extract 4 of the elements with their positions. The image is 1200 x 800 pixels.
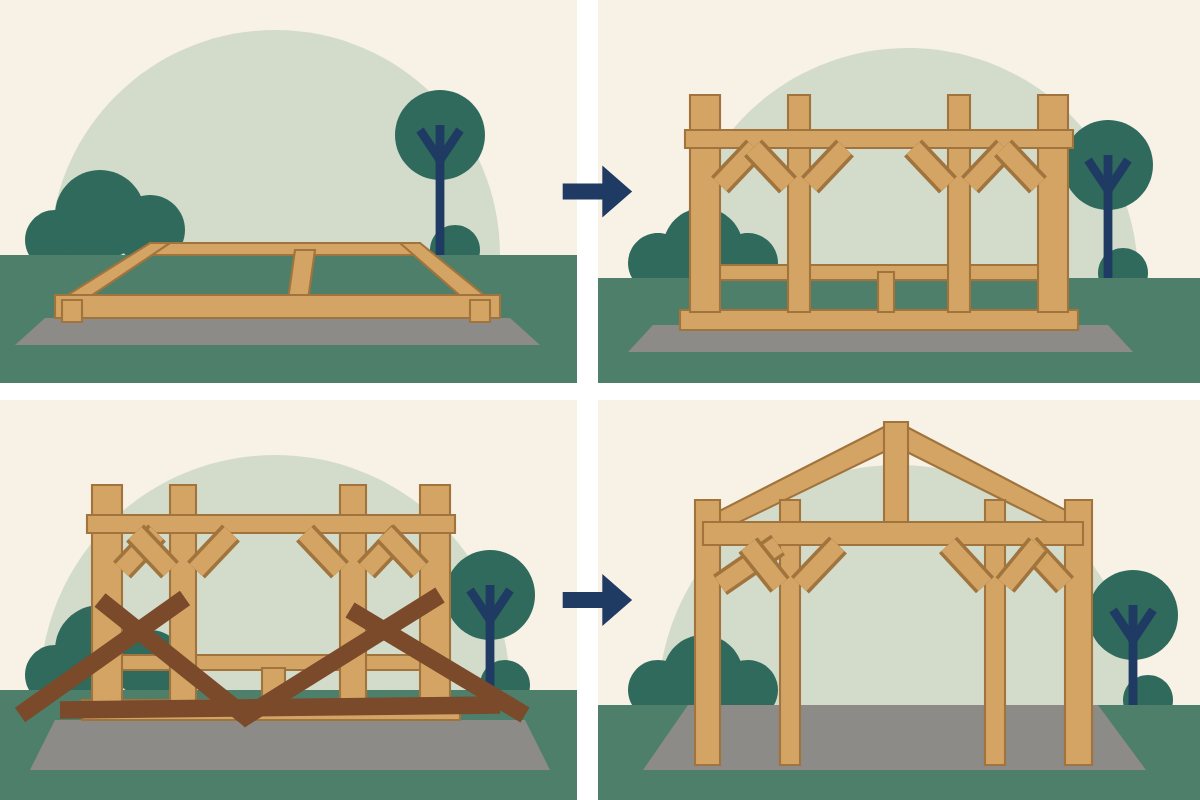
- timber-frame-drawing: [598, 0, 1200, 383]
- timber-frame-drawing: [598, 400, 1200, 800]
- timber-frame-drawing: [0, 0, 577, 383]
- timber-frame-drawing: [0, 400, 577, 800]
